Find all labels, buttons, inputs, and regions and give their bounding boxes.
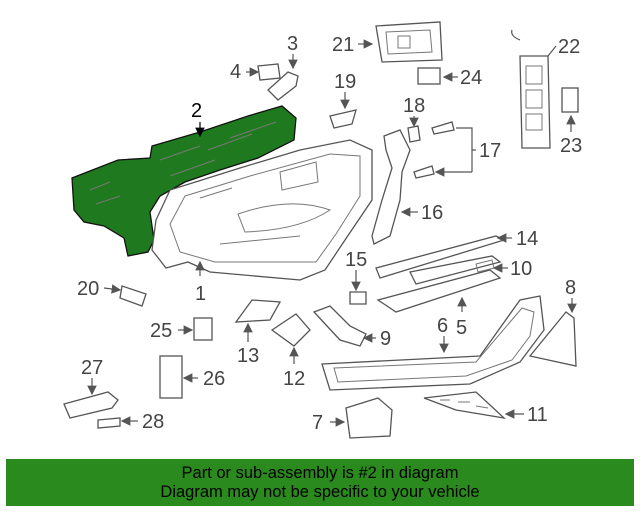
- part-3-clip[interactable]: [267, 71, 299, 101]
- callout-27: 27: [81, 357, 103, 379]
- callout-19: 19: [334, 71, 356, 93]
- part-7-pocket[interactable]: [345, 397, 393, 439]
- part-16-trim[interactable]: [371, 129, 411, 245]
- part-19-bracket[interactable]: [329, 109, 357, 129]
- callout-10: 10: [510, 258, 532, 280]
- callout-20: 20: [77, 278, 99, 300]
- callout-13: 13: [237, 345, 259, 367]
- callout-24: 24: [460, 67, 482, 89]
- callout-2: 2: [191, 100, 202, 122]
- banner-line-1: Part or sub-assembly is #2 in diagram: [181, 464, 459, 482]
- callout-22: 22: [558, 36, 580, 58]
- callout-1: 1: [195, 283, 206, 305]
- part-25-bracket[interactable]: [193, 317, 213, 341]
- part-23-cover[interactable]: [561, 87, 579, 113]
- part-13-cover[interactable]: [234, 299, 282, 323]
- callout-4: 4: [230, 61, 241, 83]
- callout-28: 28: [142, 411, 164, 433]
- callout-labels: 1 2 3 4 5 6 7 8 9 10 11 12 13 14 15 16 1…: [77, 33, 582, 434]
- part-9-handle[interactable]: [312, 305, 367, 347]
- callout-16: 16: [421, 202, 443, 224]
- callout-11: 11: [527, 404, 548, 426]
- callout-21: 21: [332, 34, 354, 56]
- part-18-nut[interactable]: [407, 125, 421, 143]
- part-17-screws[interactable]: [413, 121, 455, 179]
- part-22-switch[interactable]: [511, 29, 551, 149]
- callout-8: 8: [565, 277, 576, 299]
- part-15-bolt[interactable]: [349, 291, 367, 305]
- part-5-armrest[interactable]: [376, 269, 502, 313]
- leader-lines: [87, 39, 577, 427]
- callout-5: 5: [456, 317, 467, 339]
- banner-line-2: Diagram may not be specific to your vehi…: [160, 483, 480, 501]
- callout-6: 6: [437, 315, 448, 337]
- callout-9: 9: [380, 328, 391, 350]
- callout-25: 25: [150, 320, 172, 342]
- callout-3: 3: [287, 33, 298, 55]
- part-27-handle[interactable]: [63, 391, 119, 419]
- part-26-plate[interactable]: [159, 355, 183, 399]
- parts-diagram: 1 2 3 4 5 6 7 8 9 10 11 12 13 14 15 16 1…: [63, 21, 582, 439]
- part-24-connector[interactable]: [417, 67, 441, 85]
- part-12-bracket[interactable]: [270, 313, 311, 347]
- notice-banner: Part or sub-assembly is #2 in diagram Di…: [6, 459, 634, 506]
- part-8-cover[interactable]: [528, 311, 577, 367]
- part-6-door-trim[interactable]: [321, 295, 545, 391]
- part-4-clip[interactable]: [257, 63, 281, 81]
- part-20-plug[interactable]: [119, 285, 147, 307]
- callout-26: 26: [203, 368, 225, 390]
- part-11-trim[interactable]: [423, 391, 507, 419]
- part-2-insulator[interactable]: [71, 105, 297, 257]
- part-1-door-panel[interactable]: [151, 139, 373, 281]
- callout-14: 14: [516, 228, 538, 250]
- part-28-pin[interactable]: [97, 417, 121, 429]
- callout-15: 15: [345, 249, 367, 271]
- callout-17: 17: [479, 140, 501, 162]
- part-21-module[interactable]: [375, 21, 443, 63]
- callout-23: 23: [560, 135, 582, 157]
- callout-7: 7: [312, 412, 323, 434]
- callout-18: 18: [403, 95, 425, 117]
- callout-12: 12: [283, 368, 305, 390]
